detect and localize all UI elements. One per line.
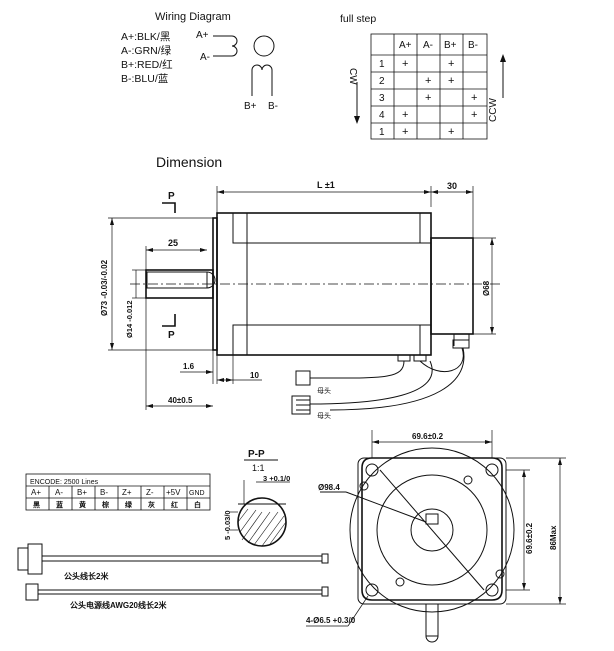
dimension-title: Dimension — [156, 154, 222, 170]
plug-label-2: 母头 — [317, 411, 331, 420]
section-mark-top: P — [162, 191, 176, 213]
length-label: L ±1 — [317, 180, 335, 190]
fs-row4-bminus: + — [471, 109, 477, 121]
coil-a-plus-label: A+ — [196, 30, 209, 41]
key-width-label: 5 -0.03/0 — [223, 510, 232, 540]
enc-color-3: 黄 — [79, 500, 86, 509]
enc-header-5v: +5V — [166, 488, 181, 497]
power-cable: 公头电源线AWG20线长2米 — [25, 583, 329, 610]
shaft-dia-dimension: Ø14 -0.012 — [125, 269, 146, 338]
front-holes-label: 4-Ø6.5 +0.3/0 — [306, 616, 356, 625]
svg-text:P: P — [168, 330, 175, 341]
svg-text:P: P — [168, 191, 175, 202]
fs-row5-step: 1 — [379, 127, 385, 138]
encoder-plug — [295, 370, 311, 386]
enc-color-2: 蓝 — [56, 500, 63, 509]
fs-row4-step: 4 — [379, 110, 385, 121]
enc-color-4: 棕 — [101, 500, 109, 509]
fs-header-aplus: A+ — [399, 40, 412, 51]
enc-color-1: 黑 — [33, 500, 40, 509]
fs-header-bplus: B+ — [444, 40, 457, 51]
enc-color-6: 灰 — [148, 500, 155, 509]
rotor-circle — [253, 35, 275, 57]
flange-dia-label: Ø73 -0.03/-0.02 — [100, 259, 109, 316]
fs-header-aminus: A- — [423, 40, 433, 51]
encoder-length-label: 30 — [447, 181, 457, 191]
front-pcd-label: Ø98.4 — [318, 483, 340, 492]
plug-label-1: 母头 — [317, 386, 331, 395]
shaft-dia-label: Ø14 -0.012 — [125, 300, 134, 338]
fs-row1-bplus: + — [448, 58, 454, 70]
length-dimension: L ±1 30 — [216, 180, 474, 238]
coil-a-minus-label: A- — [200, 52, 210, 63]
full-step-title: full step — [340, 13, 376, 25]
front-view: 69.6±0.2 69.6±0.2 86Max Ø98.4 4-Ø6.5 +0.… — [306, 430, 566, 643]
fs-row4-aplus: + — [402, 109, 408, 121]
ccw-arrow: CCW — [488, 54, 506, 122]
coil-b-plus-label: B+ — [244, 101, 257, 112]
encoder-table: ENCODE: 2500 Lines A+ A- B+ B- Z+ Z- +5V… — [25, 473, 211, 511]
section-mark-bottom: P — [162, 314, 176, 341]
fs-row5-bplus: + — [448, 126, 454, 138]
enc-color-7: 红 — [171, 500, 178, 509]
front-side-label: 69.6±0.2 — [525, 522, 534, 554]
wiring-title: Wiring Diagram — [155, 11, 231, 23]
wiring-row-1: A+:BLK/黑 — [121, 31, 170, 43]
cable1-label: 公头线长2米 — [64, 571, 109, 581]
fs-row2-bplus: + — [448, 75, 454, 87]
enc-header-aplus: A+ — [31, 488, 41, 497]
key-depth-label: 3 +0.1/0 — [263, 474, 290, 483]
fs-row2-step: 2 — [379, 76, 385, 87]
enc-header-gnd: GND — [189, 490, 205, 497]
section-title: P-P — [248, 449, 265, 460]
flange-thickness-label: 1.6 — [183, 362, 195, 371]
flange-offset-label: 10 — [250, 371, 259, 380]
encoder-cable: 公头线长2米 — [17, 543, 329, 581]
fs-row3-aminus: + — [425, 92, 431, 104]
front-max-label: 86Max — [549, 525, 558, 550]
shaft-length-label: 25 — [168, 238, 178, 248]
enc-header-aminus: A- — [55, 488, 63, 497]
cw-arrow: CW — [347, 68, 360, 124]
enc-header-zminus: Z- — [146, 488, 154, 497]
enc-header-zplus: Z+ — [122, 488, 132, 497]
fs-row1-step: 1 — [379, 59, 385, 70]
coil-a-symbol: A+ A- — [196, 30, 275, 63]
fs-row5-aplus: + — [402, 126, 408, 138]
fs-row2-aminus: + — [425, 75, 431, 87]
wiring-row-4: B-:BLU/蓝 — [121, 73, 169, 85]
coil-b-symbol: B+ B- — [244, 64, 278, 112]
front-square-label: 69.6±0.2 — [412, 432, 444, 441]
encoder-dia-label: Ø68 — [482, 280, 491, 296]
encoder-table-title: ENCODE: 2500 Lines — [30, 479, 99, 486]
fs-row1-aplus: + — [402, 58, 408, 70]
section-pp: P-P 1:1 3 +0.1/0 5 -0.03/0 — [223, 449, 290, 547]
cable2-label: 公头电源线AWG20线长2米 — [70, 600, 167, 610]
section-scale: 1:1 — [252, 463, 265, 473]
enc-header-bplus: B+ — [77, 488, 87, 497]
ccw-label: CCW — [488, 98, 499, 122]
shaft-length-dimension: 25 — [145, 238, 207, 270]
shaft-total-label: 40±0.5 — [168, 396, 193, 405]
wiring-row-2: A-:GRN/绿 — [121, 44, 172, 57]
flange-offset-dimensions: 1.6 10 — [180, 350, 262, 384]
flange-dia-dimension: Ø73 -0.03/-0.02 — [100, 217, 213, 351]
full-step-table: A+ A- B+ B- 1 + + 2 + + 3 + + 4 + + 1 + … — [370, 33, 488, 140]
fs-row3-bminus: + — [471, 92, 477, 104]
cw-label: CW — [347, 68, 358, 85]
enc-color-8: 白 — [194, 500, 201, 509]
motor-side-view: 母头 母头 — [130, 212, 500, 420]
enc-color-5: 绿 — [125, 500, 133, 509]
fs-row3-step: 3 — [379, 93, 385, 104]
shaft-total-dimension: 40±0.5 — [145, 298, 213, 410]
coil-b-minus-label: B- — [268, 101, 278, 112]
encoder-dia-dimension: Ø68 — [473, 237, 496, 335]
wiring-row-3: B+:RED/红 — [121, 58, 173, 71]
enc-header-bminus: B- — [100, 488, 108, 497]
fs-header-bminus: B- — [468, 40, 478, 51]
